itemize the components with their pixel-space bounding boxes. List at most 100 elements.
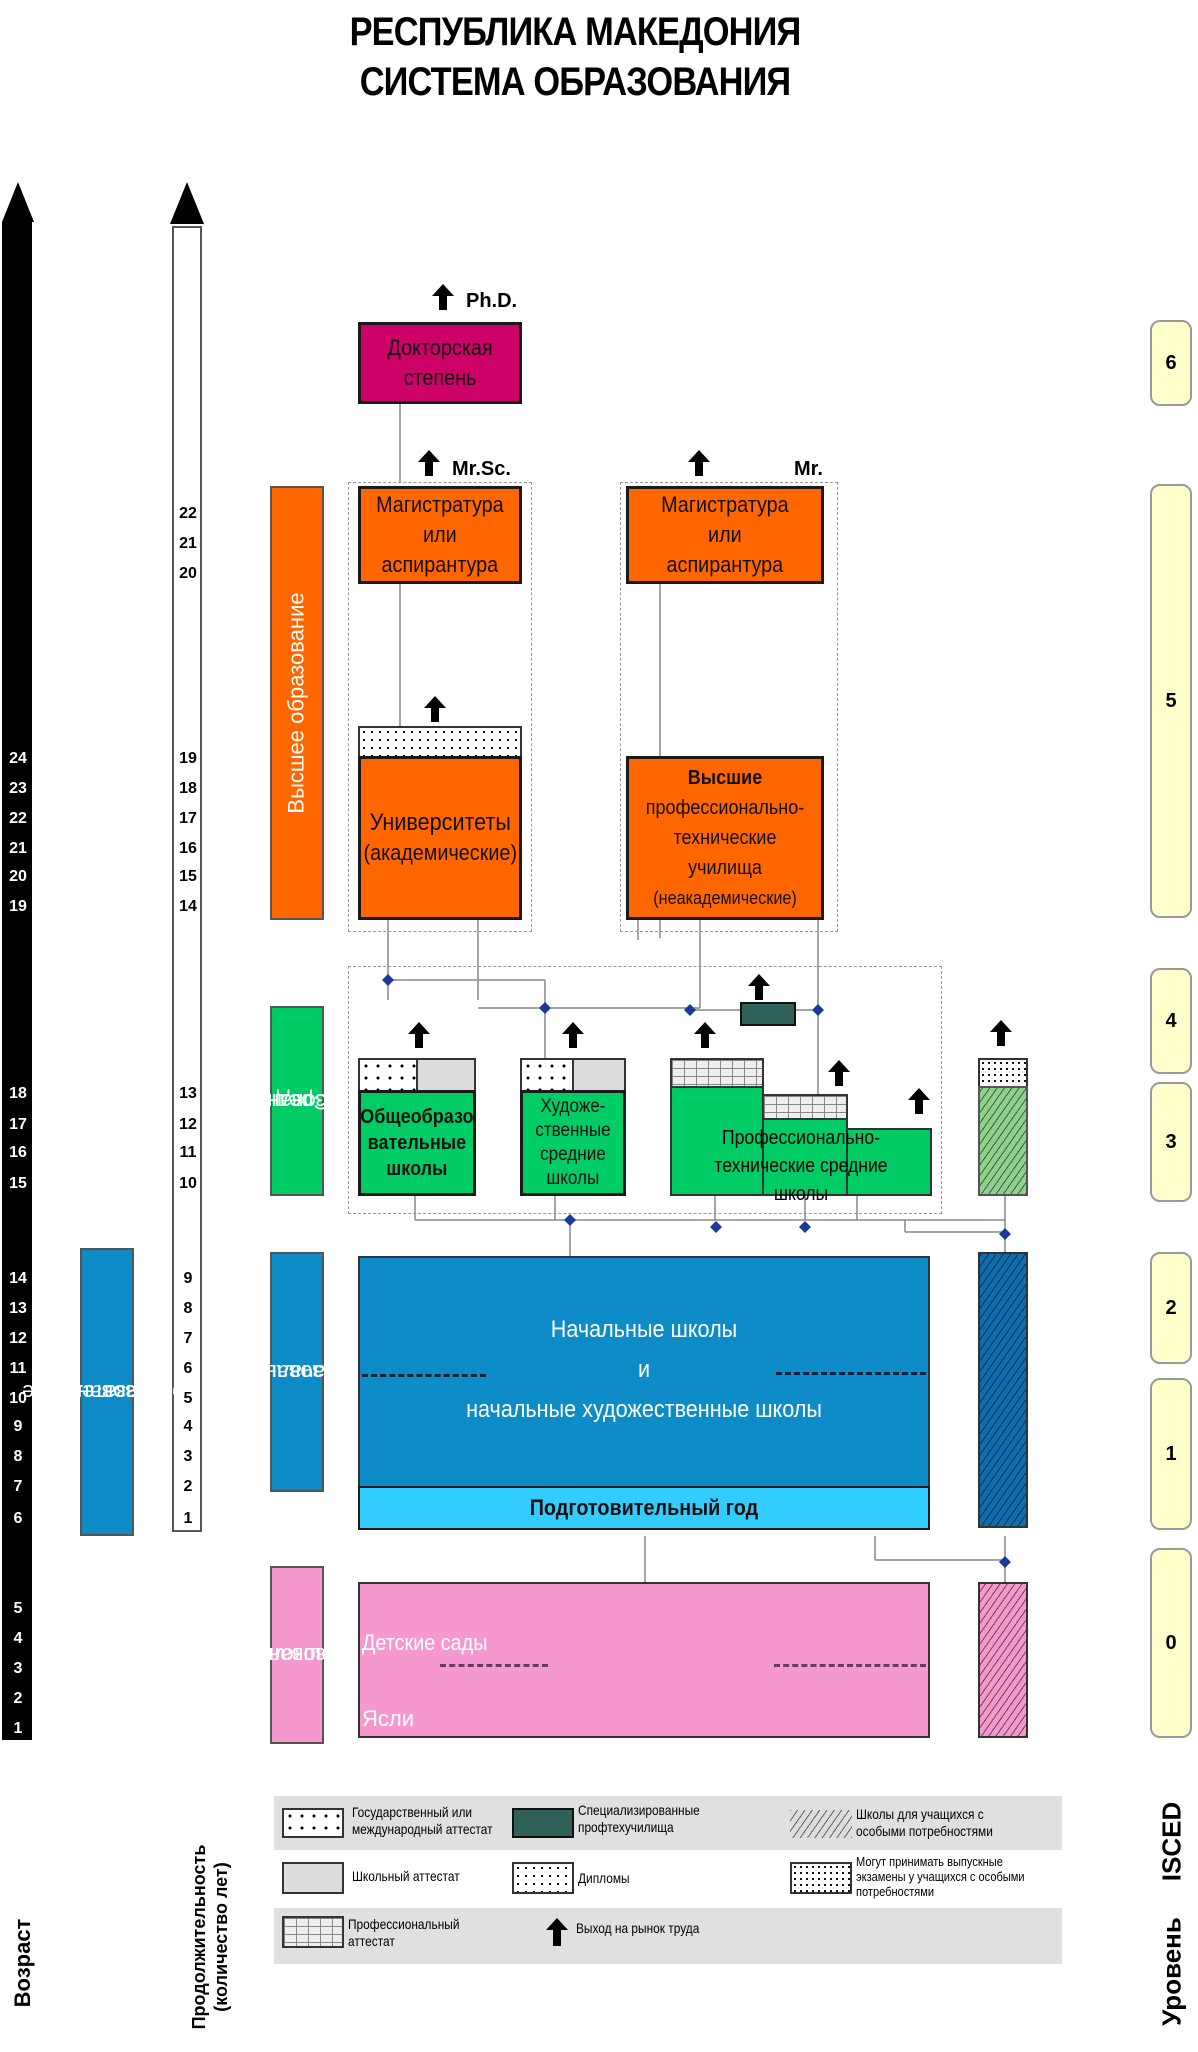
age-number: 18: [9, 1085, 27, 1102]
duration-number: 4: [183, 1418, 193, 1435]
age-number: 9: [13, 1418, 23, 1435]
divider: [440, 1664, 548, 1667]
isced-level-6: 6: [1150, 320, 1192, 406]
nonacademic-group-frame: [620, 482, 838, 932]
legend-diplomas-swatch: [512, 1862, 574, 1894]
labour-market-arrow-icon: [748, 974, 770, 1000]
divider: [774, 1664, 926, 1667]
state-certificate-marker: [358, 1058, 418, 1092]
doctoral-degree-box: Докторская степень: [358, 322, 522, 404]
secondary-group-frame: [348, 966, 942, 1214]
isced-level-3: 3: [1150, 1082, 1192, 1202]
mr-label: Mr.: [794, 458, 823, 480]
duration-number: 16: [179, 840, 197, 857]
duration-number: 19: [179, 750, 197, 767]
legend-special-exams-swatch: [790, 1862, 852, 1894]
vocational-step-3: [846, 1128, 932, 1196]
academic-group-frame: [348, 482, 532, 932]
school-certificate-marker: [572, 1058, 626, 1092]
duration-number: 21: [179, 535, 197, 552]
duration-number: 14: [179, 898, 197, 915]
legend-school-cert-swatch: [282, 1862, 344, 1894]
labour-market-arrow-icon: [408, 1022, 430, 1048]
age-number: 14: [9, 1270, 27, 1287]
higher-education-label: Высшее образование: [270, 486, 324, 920]
labour-market-arrow-icon: [562, 1022, 584, 1048]
age-axis-bar: [2, 222, 32, 1740]
legend-prof-cert-swatch: [282, 1916, 344, 1948]
age-number: 16: [9, 1144, 27, 1161]
duration-number: 15: [179, 868, 197, 885]
duration-number: 22: [179, 505, 197, 522]
duration-number: 20: [179, 565, 197, 582]
labour-market-arrow-icon: [418, 450, 440, 476]
age-number: 8: [13, 1448, 23, 1465]
legend-row-bg: [274, 1850, 1062, 1908]
age-number: 23: [9, 780, 27, 797]
school-certificate-marker: [416, 1058, 476, 1092]
special-needs-preschool: [978, 1582, 1028, 1738]
age-number: 19: [9, 898, 27, 915]
duration-number: 10: [179, 1175, 197, 1192]
age-number: 5: [13, 1600, 23, 1617]
duration-number: 5: [183, 1390, 193, 1407]
kindergarten-label: Детские сады: [362, 1630, 488, 1655]
duration-number: 18: [179, 780, 197, 797]
isced-level-4: 4: [1150, 968, 1192, 1074]
legend-state-cert-swatch: [282, 1808, 344, 1838]
age-number: 13: [9, 1300, 27, 1317]
labour-market-arrow-icon: [828, 1060, 850, 1086]
diploma-marker: [358, 726, 522, 758]
preschool-box: [358, 1582, 930, 1738]
state-certificate-marker: [520, 1058, 574, 1092]
labour-market-arrow-icon: [694, 1022, 716, 1048]
duration-axis-arrow-icon: [170, 182, 204, 224]
page-title-line2: СИСТЕМА ОБРАЗОВАНИЯ: [359, 60, 791, 104]
page-title-line1: РЕСПУБЛИКА МАКЕДОНИЯ: [349, 10, 802, 54]
special-needs-primary: [978, 1252, 1028, 1528]
age-number: 3: [13, 1660, 23, 1677]
age-number: 4: [13, 1630, 23, 1647]
divider: [362, 1374, 486, 1377]
age-number: 1: [13, 1720, 23, 1737]
age-number: 7: [13, 1478, 23, 1495]
legend-labour: Выход на рынок труда: [576, 1920, 700, 1936]
isced-level-0: 0: [1150, 1548, 1192, 1738]
labour-market-arrow-icon: [688, 450, 710, 476]
special-needs-secondary: [978, 1086, 1028, 1196]
duration-number: 12: [179, 1116, 197, 1133]
age-number: 21: [9, 840, 27, 857]
mrsc-label: Mr.Sc.: [452, 458, 511, 480]
age-number: 2: [13, 1690, 23, 1707]
duration-axis-bar: [172, 226, 202, 1532]
duration-number: 2: [183, 1478, 193, 1495]
phd-label: Ph.D.: [466, 290, 518, 312]
duration-number: 6: [183, 1360, 193, 1377]
duration-number: 13: [179, 1085, 197, 1102]
duration-number: 17: [179, 810, 197, 827]
legend-labour-arrow-icon: [546, 1918, 568, 1946]
age-number: 15: [9, 1175, 27, 1192]
vocational-secondary-label: Профессионально-технические средние школ…: [714, 1127, 888, 1205]
isced-level-1: 1: [1150, 1378, 1192, 1530]
special-exam-marker: [978, 1058, 1028, 1088]
universities-box: Университеты(академические): [358, 756, 522, 920]
isced-level-5: 5: [1150, 484, 1192, 918]
duration-number: 1: [183, 1510, 193, 1527]
age-number: 10: [9, 1390, 27, 1407]
legend-school-cert: Школьный аттестат: [352, 1868, 460, 1884]
age-number: 12: [9, 1330, 27, 1347]
labour-market-arrow-icon: [424, 696, 446, 722]
